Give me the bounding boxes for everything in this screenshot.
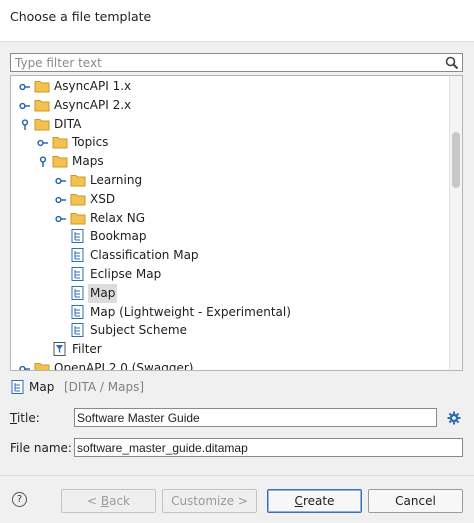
filter-field[interactable] [10,53,463,72]
dialog-footer: ? < Back Customize > Create Cancel [0,475,474,523]
tree-item-label: AsyncAPI 2.x [54,97,132,112]
expand-icon[interactable] [19,362,31,370]
tree-item[interactable]: Bookmap [11,227,450,246]
ditamap-icon [70,229,86,244]
tree-item[interactable]: Map (Lightweight - Experimental) [11,303,450,322]
collapse-icon[interactable] [37,155,49,168]
file-name-field[interactable] [74,438,463,457]
cancel-button[interactable]: Cancel [368,489,463,513]
folder-icon [70,173,86,187]
tree-item[interactable]: AsyncAPI 2.x [11,96,450,115]
search-icon[interactable] [445,56,459,70]
filter-input[interactable] [11,54,445,71]
folder-icon [34,117,50,131]
ditamap-icon [70,285,86,300]
title-label: Title: [10,411,40,425]
tree-item-label: Relax NG [90,210,146,225]
tree-item[interactable]: Eclipse Map [11,265,450,284]
expand-icon[interactable] [55,174,67,186]
folder-icon [34,361,50,370]
tree-item[interactable]: Relax NG [11,209,450,228]
tree-item-label: XSD [90,191,116,206]
folder-icon [34,98,50,112]
ditamap-icon [11,380,24,394]
dialog-title: Choose a file template [10,9,152,24]
tree-item[interactable]: XSD [11,190,450,209]
tree-item[interactable]: AsyncAPI 1.x [11,77,450,96]
tree-item-label: Map (Lightweight - Experimental) [90,304,291,319]
title-input[interactable] [75,409,436,426]
ditamap-icon [70,266,86,281]
selected-template-name: Map [29,380,55,394]
customize-button[interactable]: Customize > [162,489,257,513]
tree-item-label: Eclipse Map [90,266,162,281]
tree-item[interactable]: Map [11,283,450,303]
tree-item-label: Classification Map [90,248,199,263]
tree-item[interactable]: Filter [11,340,450,359]
expand-icon[interactable] [37,136,49,148]
tree-item-label: AsyncAPI 1.x [54,79,132,93]
tree-item[interactable]: Learning [11,171,450,190]
back-button[interactable]: < Back [61,489,156,513]
tree-item-label: Maps [72,154,104,169]
help-icon[interactable]: ? [12,492,27,507]
folder-icon [52,135,68,149]
folder-icon [70,211,86,225]
tree-item-label: Filter [72,342,102,357]
file-name-label: File name: [10,441,72,455]
folder-icon [70,192,86,206]
collapse-icon[interactable] [19,118,31,130]
tree-item[interactable]: OpenAPI 2.0 (Swagger) [11,359,450,371]
ditamap-icon [70,304,86,319]
gear-icon[interactable] [447,411,461,425]
expand-icon[interactable] [19,99,31,111]
folder-icon [34,79,50,93]
tree-item-label: Subject Scheme [90,323,187,338]
tree-item[interactable]: Maps [11,152,450,171]
tree-item-label: OpenAPI 2.0 (Swagger) [54,360,194,371]
title-field[interactable] [74,408,437,427]
tree-item-label: Topics [72,135,109,150]
filter-file-icon [52,342,68,357]
selected-template-path: [DITA / Maps] [64,380,144,394]
ditamap-icon [70,248,86,263]
tree-item-label: DITA [54,116,82,131]
expand-icon[interactable] [19,80,31,92]
file-name-input[interactable] [75,439,462,456]
expand-icon[interactable] [55,193,67,205]
scrollbar-thumb[interactable] [452,132,460,188]
folder-icon [52,154,68,168]
tree-item[interactable]: DITA [11,115,450,134]
tree-vertical-scrollbar[interactable] [449,76,462,370]
dialog-header: Choose a file template [0,0,474,42]
tree-item[interactable]: Topics [11,133,450,152]
create-button[interactable]: Create [267,489,362,513]
tree-item[interactable]: Subject Scheme [11,321,450,340]
tree-item-label: Bookmap [90,229,147,244]
expand-icon[interactable] [55,212,67,224]
tree-item-label: Map [88,283,118,303]
tree-item[interactable]: Classification Map [11,246,450,265]
ditamap-icon [70,323,86,338]
tree-item-label: Learning [90,172,143,187]
